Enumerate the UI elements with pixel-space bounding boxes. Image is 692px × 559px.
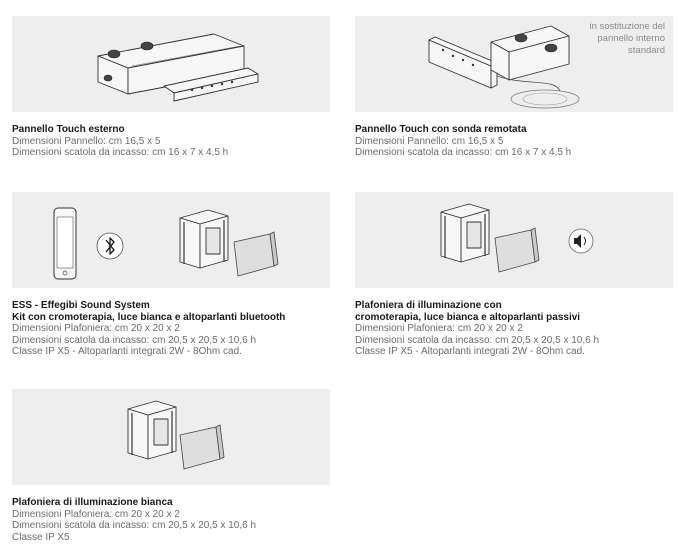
product-card-ess-sound-system: ESS - Effegibi Sound System Kit con crom… bbox=[12, 192, 330, 358]
speaker-icon bbox=[568, 228, 594, 254]
product-dimension-box: Dimensioni scatola da incasso: cm 16 x 7… bbox=[12, 147, 229, 158]
light-speaker-illustration bbox=[440, 203, 594, 273]
note-line: standard bbox=[628, 45, 665, 56]
product-image-touch-panel-remote-probe: in sostituzione del pannello interno sta… bbox=[355, 16, 673, 112]
product-image-touch-panel-external bbox=[12, 16, 330, 112]
touch-panel-box-illustration bbox=[97, 33, 259, 102]
product-image-white-light bbox=[12, 389, 330, 485]
product-dimension-box: Dimensioni scatola da incasso: cm 20,5 x… bbox=[12, 520, 257, 531]
product-dimension-light: Dimensioni Plafoniera: cm 20 x 20 x 2 bbox=[12, 508, 180, 520]
product-card-touch-panel-external: Pannello Touch esterno Dimensioni Pannel… bbox=[12, 16, 330, 159]
ess-kit-illustration bbox=[53, 207, 279, 280]
product-card-touch-panel-remote-probe: in sostituzione del pannello interno sta… bbox=[355, 16, 673, 159]
bluetooth-icon bbox=[96, 232, 124, 260]
product-title: ESS - Effegibi Sound System bbox=[12, 300, 150, 311]
product-ip-class: Classe IP X5 - Altoparlanti integrati 2W… bbox=[12, 346, 242, 357]
product-title: Plafoniera di illuminazione con bbox=[355, 300, 502, 311]
product-image-ess-sound-system bbox=[12, 192, 330, 288]
product-ip-class: Classe IP X5 bbox=[12, 531, 70, 543]
replacement-note: in sostituzione del pannello interno sta… bbox=[589, 21, 665, 57]
product-title: Pannello Touch con sonda remotata bbox=[355, 124, 527, 135]
product-title: Pannello Touch esterno bbox=[12, 124, 125, 135]
product-subtitle: Kit con cromoterapia, luce bianca e alto… bbox=[12, 311, 286, 323]
product-dimension-box: Dimensioni scatola da incasso: cm 20,5 x… bbox=[12, 334, 257, 346]
note-line: pannello interno bbox=[597, 33, 665, 44]
product-dimension-panel: Dimensioni Pannello: cm 16,5 x 5 bbox=[355, 135, 504, 147]
product-dimension-box: Dimensioni scatola da incasso: cm 16 x 7… bbox=[355, 147, 572, 158]
product-image-light-chromotherapy bbox=[355, 192, 673, 288]
product-dimension-box: Dimensioni scatola da incasso: cm 20,5 x… bbox=[355, 334, 600, 346]
product-title: Plafoniera di illuminazione bianca bbox=[12, 497, 173, 508]
white-light-illustration bbox=[127, 400, 225, 470]
product-card-white-light: Plafoniera di illuminazione bianca Dimen… bbox=[12, 389, 330, 543]
product-card-light-chromotherapy-passive-speakers: Plafoniera di illuminazione con cromoter… bbox=[355, 192, 673, 358]
smartphone-icon bbox=[53, 207, 77, 280]
product-subtitle: cromoterapia, luce bianca e altoparlanti… bbox=[355, 311, 581, 323]
product-dimension-light: Dimensioni Plafoniera: cm 20 x 20 x 2 bbox=[355, 323, 523, 334]
product-dimension-light: Dimensioni Plafoniera: cm 20 x 20 x 2 bbox=[12, 323, 180, 334]
product-dimension-panel: Dimensioni Pannello: cm 16,5 x 5 bbox=[12, 135, 161, 147]
touch-panel-probe-illustration bbox=[428, 25, 580, 109]
note-line: in sostituzione del bbox=[589, 21, 665, 32]
product-ip-class: Classe IP X5 - Altoparlanti integrati 2W… bbox=[355, 346, 585, 357]
